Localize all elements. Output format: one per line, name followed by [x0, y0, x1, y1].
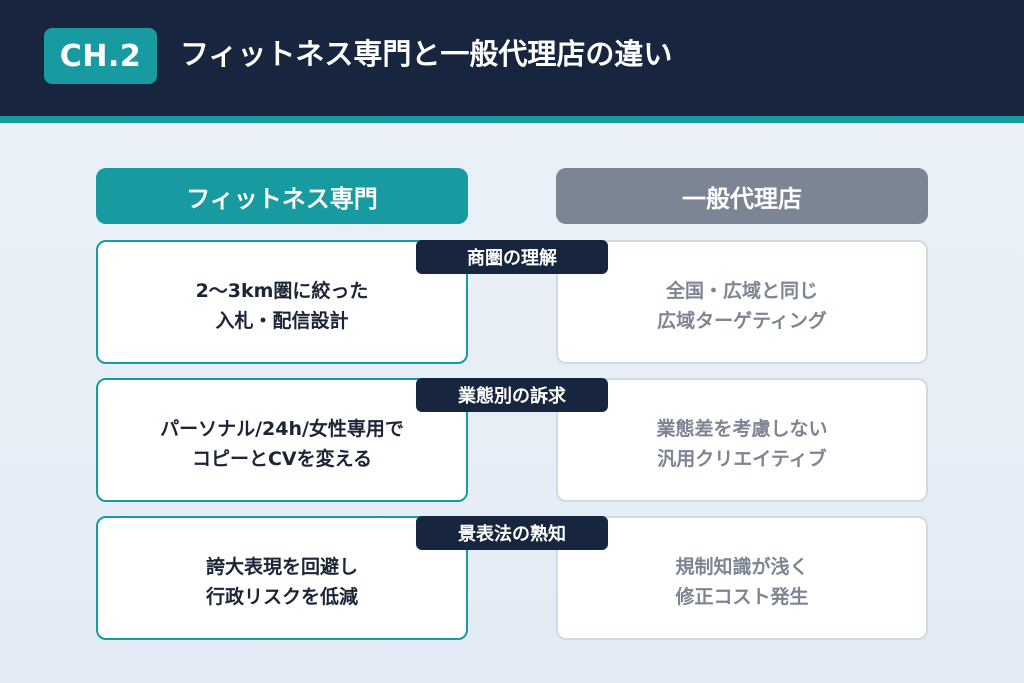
row-label-appeal: 業態別の訴求 — [416, 378, 608, 412]
card-line: 行政リスクを低減 — [205, 586, 358, 608]
page-title: フィットネス専門と一般代理店の違い — [180, 37, 673, 71]
card-line: 修正コスト発生 — [675, 586, 809, 608]
card-line: 入札・配信設計 — [215, 310, 349, 332]
card-line: 誇大表現を回避し — [205, 556, 358, 578]
header-bar — [0, 0, 1024, 116]
row-label-trade-area: 商圏の理解 — [416, 240, 608, 274]
fitness-card-regulation: 誇大表現を回避し 行政リスクを低減 — [96, 516, 468, 640]
card-line: 業態差を考慮しない — [656, 418, 828, 440]
fitness-card-appeal: パーソナル/24h/女性専用で コピーとCVを変える — [96, 378, 468, 502]
header-accent-stripe — [0, 116, 1024, 123]
card-line: パーソナル/24h/女性専用で — [160, 418, 404, 440]
chapter-badge: CH.2 — [44, 28, 157, 84]
card-line: 全国・広域と同じ — [665, 280, 818, 302]
card-line: 2〜3km圏に絞った — [195, 280, 369, 302]
general-card-regulation: 規制知識が浅く 修正コスト発生 — [556, 516, 928, 640]
column-header-general: 一般代理店 — [556, 168, 928, 224]
fitness-card-trade-area: 2〜3km圏に絞った 入札・配信設計 — [96, 240, 468, 364]
card-line: 規制知識が浅く — [675, 556, 809, 578]
card-line: 汎用クリエイティブ — [657, 448, 827, 470]
general-card-appeal: 業態差を考慮しない 汎用クリエイティブ — [556, 378, 928, 502]
row-label-regulation: 景表法の熟知 — [416, 516, 608, 550]
column-header-fitness: フィットネス専門 — [96, 168, 468, 224]
card-line: コピーとCVを変える — [191, 448, 373, 470]
card-line: 広域ターゲティング — [657, 310, 827, 332]
general-card-trade-area: 全国・広域と同じ 広域ターゲティング — [556, 240, 928, 364]
